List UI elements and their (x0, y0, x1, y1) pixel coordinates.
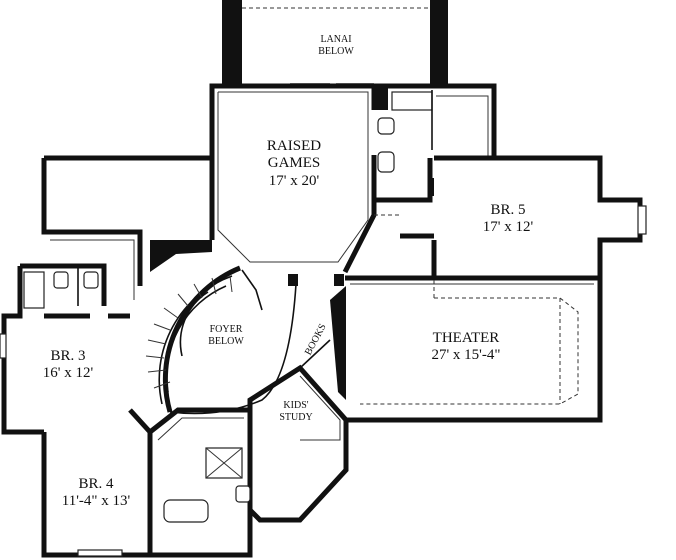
upper-bath (374, 83, 497, 203)
foyer-stair (145, 240, 344, 415)
kids-study (247, 286, 349, 523)
lower-bath (148, 407, 253, 558)
bedroom-3 (0, 263, 130, 435)
theater-room (345, 275, 603, 423)
left-upper-block (41, 155, 212, 300)
stair-treads (145, 275, 233, 389)
bedroom-4 (41, 408, 153, 558)
kids-study-label: KIDS'STUDY (279, 400, 313, 423)
